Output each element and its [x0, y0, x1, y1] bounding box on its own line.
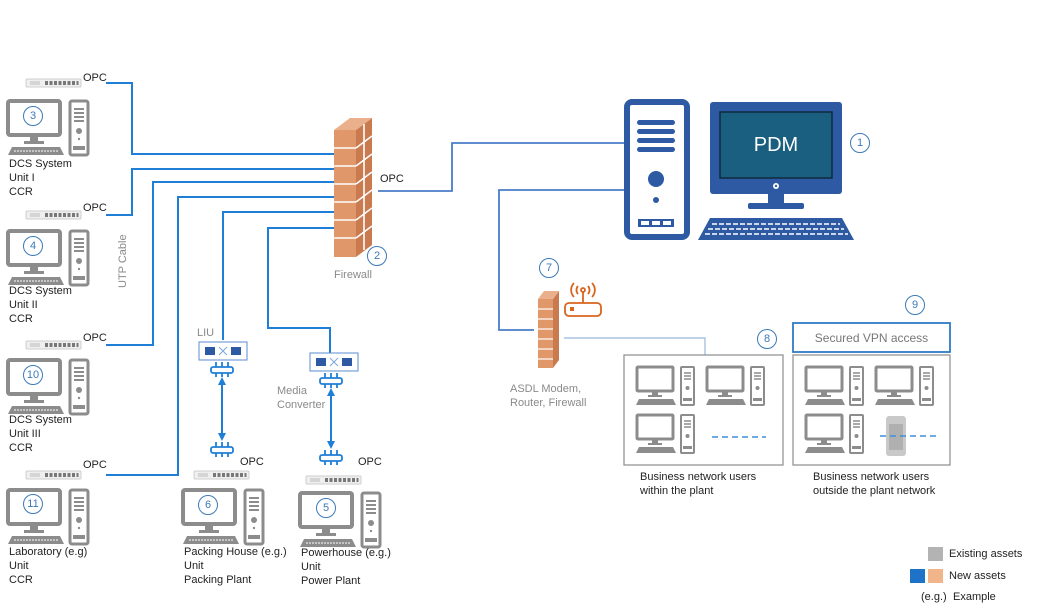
dcs-unit-10-icon: [6, 340, 90, 416]
internal-users-box: [623, 354, 784, 466]
media-converter-icon: [309, 352, 359, 372]
power-unit-5-icon: [298, 475, 382, 549]
badge-internal-users: 8: [757, 329, 777, 349]
external-users-box: [792, 354, 951, 466]
link-unit-10: [106, 181, 334, 346]
badge-unit-5: 5: [316, 498, 336, 518]
fiber-connector-icon: [319, 449, 343, 466]
legend-new-orange-swatch: [928, 569, 943, 583]
fiber-connector-icon: [210, 441, 234, 458]
legend-new-label: New assets: [949, 570, 1006, 582]
lab-unit-11-icon: [6, 470, 90, 546]
link-unit-4: [106, 168, 334, 216]
opc-label: OPC: [83, 332, 107, 344]
badge-unit-4: 4: [23, 236, 43, 256]
pdm-screen-label: PDM: [753, 134, 799, 156]
liu-label: LIU: [197, 327, 215, 339]
media-converter-label: Media Converter: [277, 385, 326, 411]
vpn-access-box: [792, 322, 951, 353]
fiber-connector-icon: [210, 361, 234, 378]
badge-unit-10: 10: [23, 365, 43, 385]
link-firewall-pdm: [378, 142, 628, 192]
link-unit-3: [106, 82, 334, 155]
uplinks: [378, 142, 628, 331]
utp-cable-label: UTP Cable: [117, 234, 129, 288]
opc-label: OPC: [83, 202, 107, 214]
vpn-access-label: Secured VPN access: [814, 331, 929, 345]
pdm-monitor-icon: [698, 102, 854, 240]
firewall-label: Firewall: [334, 269, 372, 281]
wifi-router-icon: [564, 282, 602, 317]
dcs-unit-3-icon: [6, 78, 90, 157]
opc-label: OPC: [83, 459, 107, 471]
link-pdm-router: [498, 189, 628, 331]
legend-example-key: (e.g.): [921, 591, 947, 603]
badge-firewall: 2: [367, 246, 387, 266]
router-firewall-icon: [538, 291, 559, 368]
liu-converter-icon: [198, 341, 248, 361]
opc-label: OPC: [358, 456, 382, 468]
link-unit-5: [267, 227, 334, 353]
link-unit-11: [106, 196, 334, 476]
legend-existing-label: Existing assets: [949, 548, 1023, 560]
opc-label: OPC: [240, 456, 264, 468]
badge-external-users: 9: [905, 295, 925, 315]
router-label: ASDL Modem,Router, Firewall: [510, 383, 587, 409]
pdm-server-icon: [624, 99, 690, 240]
dcs-unit-4-icon: [6, 210, 90, 287]
legend-existing-swatch: [928, 547, 943, 561]
badge-unit-3: 3: [23, 106, 43, 126]
packing-unit-6-icon: [181, 470, 265, 546]
legend-new-blue-swatch: [910, 569, 925, 583]
badge-pdm: 1: [850, 133, 870, 153]
firewall-icon: [334, 118, 373, 257]
badge-unit-11: 11: [23, 494, 43, 514]
opc-label: OPC: [83, 72, 107, 84]
opc-links: [106, 82, 334, 476]
badge-unit-6: 6: [198, 495, 218, 515]
legend-example-label: Example: [953, 591, 996, 603]
link-unit-6: [222, 211, 334, 340]
opc-label: OPC: [380, 173, 404, 185]
link-router-lan: [564, 337, 706, 355]
badge-router: 7: [539, 258, 559, 278]
